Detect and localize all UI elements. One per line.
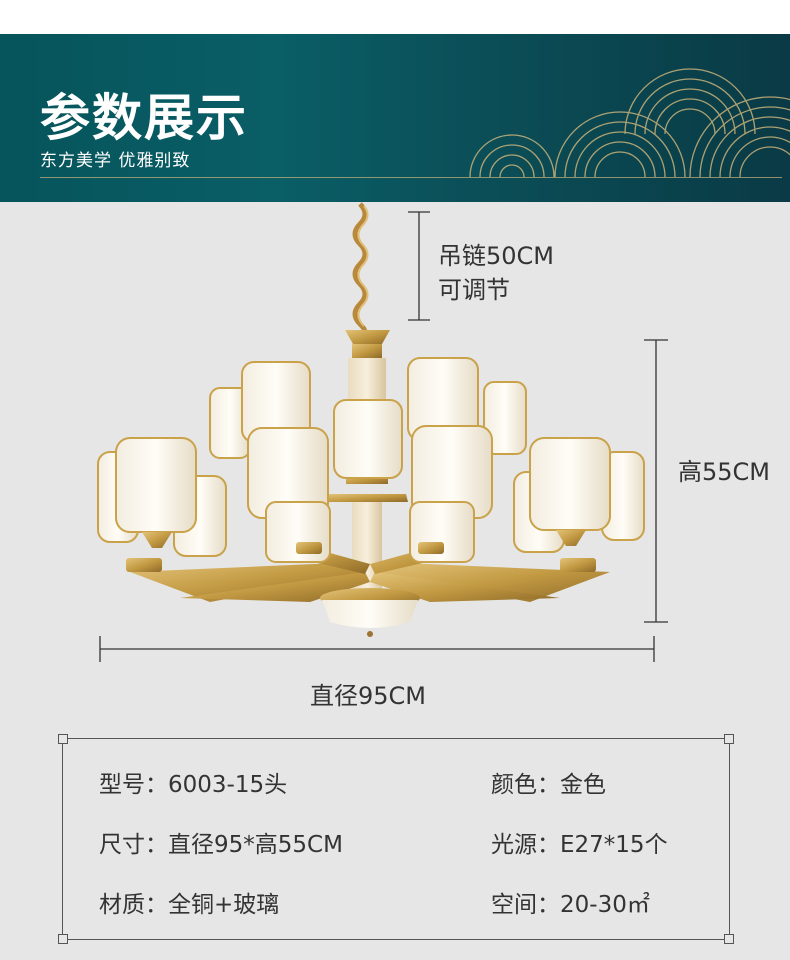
- chain-adjustable-label: 可调节: [438, 276, 510, 304]
- corner-ornament: [724, 734, 734, 744]
- corner-ornament: [58, 734, 68, 744]
- height-label: 高55CM: [678, 458, 771, 486]
- spec-table: 型号：6003-15头 颜色：金色 尺寸：直径95*高55CM 光源：E27*1…: [58, 734, 734, 944]
- spec-model: 型号：6003-15头: [99, 772, 288, 798]
- header-banner: 参数展示 东方美学 优雅别致: [0, 34, 790, 202]
- product-parameters-area: 吊链50CM 可调节 高55CM 直径95CM: [0, 202, 790, 960]
- diameter-label: 直径95CM: [310, 682, 427, 710]
- page-subtitle: 东方美学 优雅别致: [40, 151, 191, 171]
- chain-dimension-line: [408, 211, 430, 321]
- corner-ornament: [724, 934, 734, 944]
- chain-length-label: 吊链50CM: [438, 242, 555, 270]
- corner-ornament: [58, 934, 68, 944]
- banner-divider: [40, 177, 782, 178]
- height-dimension-line: [644, 339, 668, 623]
- chandelier-image: [97, 202, 645, 637]
- spec-light-source: 光源：E27*15个: [491, 832, 668, 858]
- spec-color: 颜色：金色: [491, 772, 606, 798]
- spec-material: 材质：全铜+玻璃: [99, 892, 280, 918]
- spec-space: 空间：20-30㎡: [491, 892, 650, 918]
- spec-size: 尺寸：直径95*高55CM: [99, 832, 343, 858]
- decorative-arcs-icon: [469, 68, 790, 178]
- page-title: 参数展示: [40, 88, 248, 147]
- diameter-dimension-line: [99, 636, 655, 662]
